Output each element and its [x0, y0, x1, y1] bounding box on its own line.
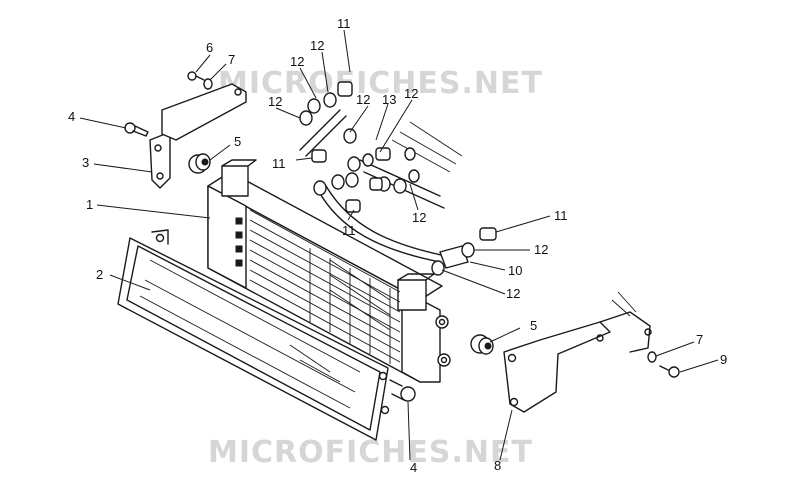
callout-11-mid: 11 — [272, 156, 286, 171]
callout-13: 12 — [290, 54, 304, 69]
callouts: 1 2 3 4 4 5 5 6 7 7 8 9 10 11 11 11 11 1… — [68, 16, 727, 475]
callout-12-right: 12 — [534, 242, 548, 257]
callout-14: 13 — [382, 92, 396, 107]
callout-7-right: 7 — [696, 332, 703, 347]
callout-8: 8 — [494, 458, 501, 473]
callout-9: 9 — [720, 352, 727, 367]
watermark-top: MICROFICHES.NET — [218, 66, 543, 101]
callout-11-right: 11 — [554, 208, 568, 223]
callout-1: 1 — [86, 197, 93, 212]
screw-right-9 — [659, 365, 680, 378]
grommet-left — [188, 153, 211, 174]
callout-5-right: 5 — [530, 318, 537, 333]
callout-4-bottom: 4 — [410, 460, 417, 475]
callout-2: 2 — [96, 267, 103, 282]
watermark-bottom: MICROFICHES.NET — [208, 435, 533, 470]
callout-11-top: 11 — [337, 16, 351, 31]
callout-4-left: 4 — [68, 109, 75, 124]
banjo-fittings — [299, 81, 497, 276]
callout-3: 3 — [82, 155, 89, 170]
washer-right-7 — [647, 351, 657, 363]
right-bracket — [503, 291, 652, 413]
callout-12-lower-right: 12 — [506, 286, 520, 301]
callout-12-upper-right: 12 — [404, 86, 418, 101]
callout-12-top: 12 — [310, 38, 324, 53]
oil-cooler-radiator — [207, 159, 451, 383]
callout-10: 10 — [508, 263, 522, 278]
leader-lines — [79, 29, 719, 461]
callout-11-lower: 11 — [342, 223, 356, 238]
callout-12-left: 12 — [268, 94, 282, 109]
grommet-right — [470, 334, 494, 355]
callout-12-mid: 12 — [356, 92, 370, 107]
callout-5-left: 5 — [234, 134, 241, 149]
washer-top-7 — [203, 78, 213, 90]
callout-7-top: 7 — [228, 52, 235, 67]
oil-pipes — [299, 109, 469, 269]
screw-left-4 — [124, 122, 149, 137]
screw-top-6 — [187, 71, 205, 81]
callout-6: 6 — [206, 40, 213, 55]
screw-bottom-4 — [389, 379, 416, 402]
grille-screen — [117, 229, 390, 441]
callout-12-center: 12 — [412, 210, 426, 225]
left-bracket — [149, 83, 247, 189]
